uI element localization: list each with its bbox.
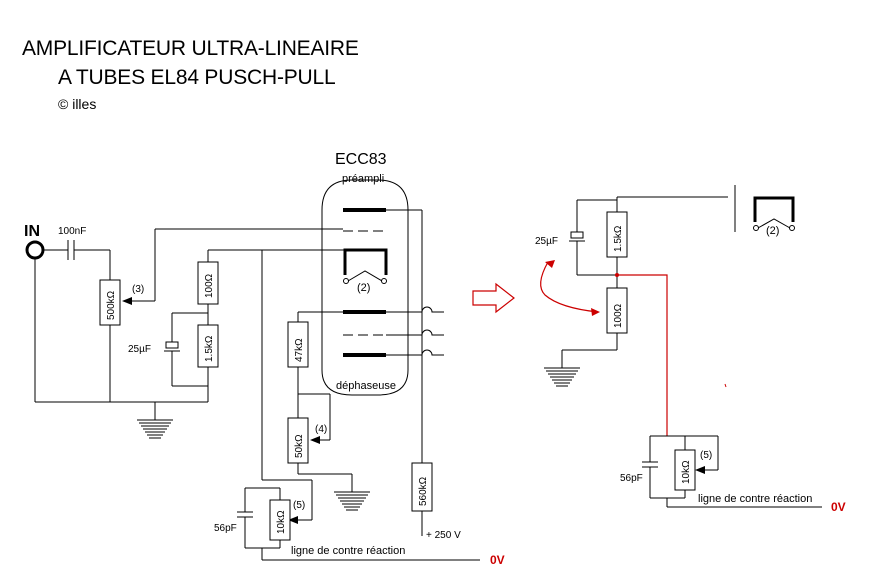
wiper-arrow bbox=[122, 297, 132, 305]
feedback-line-label: ligne de contre réaction bbox=[291, 545, 405, 557]
right-resistor-1k5-label: 1.5kΩ bbox=[613, 225, 624, 252]
cap-25uf-label: 25µF bbox=[128, 344, 151, 355]
tube-lower-label: déphaseuse bbox=[336, 380, 396, 392]
coupling-cap-label: 100nF bbox=[58, 226, 86, 237]
right-marker-5: (5) bbox=[700, 450, 712, 461]
zero-volt-left: 0V bbox=[490, 553, 505, 567]
title-line-2: A TUBES EL84 PUSCH-PULL bbox=[58, 66, 336, 89]
heater-pin-left bbox=[753, 225, 759, 231]
red-arrowhead-bottom bbox=[591, 308, 600, 316]
supply-label: + 250 V bbox=[426, 530, 461, 541]
right-resistor-100-label: 100Ω bbox=[613, 303, 624, 328]
wiper-arrow bbox=[288, 516, 298, 524]
right-pot-10k-label: 10kΩ bbox=[681, 460, 692, 484]
heater-pin-right bbox=[381, 278, 387, 284]
output-wire-top bbox=[386, 306, 444, 313]
red-feedback-wire bbox=[617, 274, 668, 436]
ground-symbol-left bbox=[137, 419, 173, 439]
junction bbox=[615, 273, 619, 277]
marker-4: (4) bbox=[315, 424, 327, 435]
resistor-47k-label: 47kΩ bbox=[294, 338, 305, 362]
heater-pin-left bbox=[343, 278, 349, 284]
input-jack bbox=[25, 240, 45, 260]
marker-3: (3) bbox=[132, 284, 144, 295]
right-feedback-line-label: ligne de contre réaction bbox=[698, 493, 812, 505]
cap-56pf-label: 56pF bbox=[214, 523, 237, 534]
tube-name: ECC83 bbox=[335, 151, 387, 168]
resistor-560k-label: 560kΩ bbox=[418, 476, 429, 506]
tube-upper-label: préampli bbox=[342, 173, 384, 185]
diagram-title: AMPLIFICATEUR ULTRA-LINEAIRE A TUBES EL8… bbox=[22, 34, 359, 92]
tube-envelope bbox=[321, 179, 409, 396]
title-line-1: AMPLIFICATEUR ULTRA-LINEAIRE bbox=[22, 37, 359, 60]
transition-arrow bbox=[472, 282, 515, 314]
heater-bracket-right bbox=[753, 196, 795, 222]
input-pot-label: 500kΩ bbox=[106, 290, 117, 320]
red-arrow-curve bbox=[540, 261, 599, 313]
red-mark bbox=[724, 383, 727, 388]
heater-bracket bbox=[343, 248, 388, 275]
right-cap-25uf-label: 25µF bbox=[535, 236, 558, 247]
right-marker-2: (2) bbox=[766, 225, 779, 237]
heater-element bbox=[757, 218, 791, 229]
resistor-1k5-label: 1.5kΩ bbox=[204, 335, 215, 362]
zero-volt-right: 0V bbox=[831, 500, 846, 514]
right-cap-56pf-label: 56pF bbox=[620, 473, 643, 484]
right-cap-25uf bbox=[570, 231, 584, 239]
ground-symbol-right bbox=[544, 367, 580, 387]
wiper-arrow bbox=[310, 436, 320, 444]
heater-pin-right bbox=[789, 225, 795, 231]
marker-5: (5) bbox=[293, 500, 305, 511]
left-schematic: ECC83 préampli déphaseuse (2) IN 100nF 5… bbox=[24, 151, 505, 567]
heater-element bbox=[347, 270, 383, 282]
right-schematic: (2) 1.5kΩ 100Ω 25µF bbox=[535, 185, 846, 514]
input-label: IN bbox=[24, 223, 40, 240]
wiper-arrow bbox=[695, 466, 705, 474]
pot-10k-label: 10kΩ bbox=[276, 510, 287, 534]
ground-symbol-middle bbox=[334, 491, 370, 511]
resistor-100-label: 100Ω bbox=[204, 273, 215, 298]
red-arrowhead-top bbox=[545, 260, 555, 268]
cap-25uf bbox=[165, 341, 179, 349]
copyright-text: © illes bbox=[58, 96, 97, 112]
tube-marker-2: (2) bbox=[357, 282, 370, 294]
output-wire-mid bbox=[386, 329, 444, 336]
pot-50k-label: 50kΩ bbox=[294, 434, 305, 458]
output-wire-bottom bbox=[386, 349, 444, 356]
